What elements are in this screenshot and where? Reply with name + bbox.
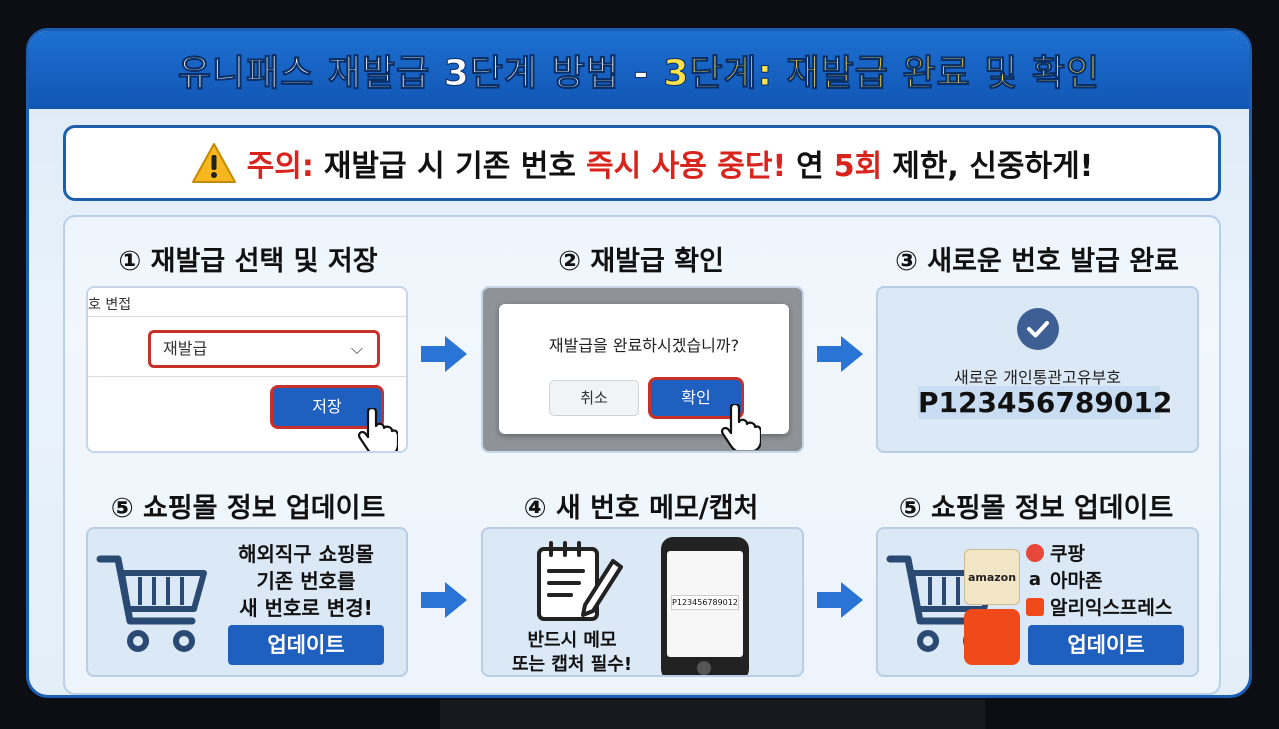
shop-name: 쿠팡 — [1050, 543, 1085, 565]
instruction-line-3: 새 번호로 변경! — [239, 596, 373, 620]
coupang-icon — [1026, 543, 1044, 562]
phone-home-button — [697, 661, 711, 675]
shop-name: 알리익스프레스 — [1050, 597, 1173, 619]
confirm-button[interactable]: 확인 — [651, 380, 741, 416]
field-label: 호 변접 — [88, 297, 132, 313]
warning-label: 주의: — [246, 149, 314, 184]
arrow-right-icon — [817, 582, 863, 618]
banner-title-highlight: 3단계: 재발급 완료 및 확인 — [663, 53, 1101, 95]
smartphone-icon: P123456789012 — [661, 537, 749, 675]
step3-box: 새로운 개인통관고유부호 P123456789012 — [876, 286, 1199, 453]
step1-box: 호 변접 재발급 ⌵ 저장 — [86, 286, 408, 453]
background-strip — [440, 700, 985, 729]
memo-line-1: 반드시 메모 — [527, 630, 617, 651]
new-number-label: 새로운 개인통관고유부호 — [953, 368, 1121, 387]
step5-left-box: 해외직구 쇼핑몰 기존 번호를 새 번호로 변경! 업데이트 — [86, 527, 408, 677]
step3-title: ③ 새로운 번호 발급 완료 — [894, 246, 1180, 277]
warning-text-1: 재발급 시 기존 번호 — [323, 149, 576, 184]
memo-line-2: 또는 캡처 필수! — [511, 654, 633, 675]
update-button[interactable]: 업데이트 — [228, 625, 384, 665]
step2-box: 재발급을 완료하시겠습니까? 취소 확인 — [481, 286, 804, 453]
step5-right-title: ⑤ 쇼핑몰 정보 업데이트 — [898, 493, 1174, 524]
infographic-card: 유니패스 재발급 3단계 방법 - 3단계: 재발급 완료 및 확인 주의: 재… — [26, 28, 1252, 698]
cancel-button[interactable]: 취소 — [549, 380, 639, 416]
step2-title: ② 재발급 확인 — [558, 246, 724, 277]
shop-item-aliexpress: 알리익스프레스 — [1026, 593, 1172, 620]
save-button[interactable]: 저장 — [273, 388, 381, 426]
pointer-hand-icon — [720, 404, 761, 450]
step5-right-box: amazon 쿠팡 a 아마존 알리익스프레스 업데이트 — [876, 527, 1199, 677]
step1-title: ① 재발급 선택 및 저장 — [118, 246, 378, 277]
shop-item-coupang: 쿠팡 — [1026, 539, 1172, 566]
warning-text-red-1: 즉시 사용 중단! — [585, 149, 787, 184]
dialog-question: 재발급을 완료하시겠습니까? — [548, 336, 740, 355]
title-banner: 유니패스 재발급 3단계 방법 - 3단계: 재발급 완료 및 확인 — [29, 31, 1249, 109]
amazon-logo: amazon — [964, 549, 1020, 605]
aliexpress-logo — [964, 609, 1020, 665]
amazon-a-icon: a — [1028, 568, 1042, 590]
reissue-select[interactable]: 재발급 ⌵ — [148, 330, 380, 368]
warning-text-red-2: 5회 — [833, 149, 883, 184]
step4-box: 반드시 메모 또는 캡처 필수! P123456789012 — [481, 527, 804, 677]
check-circle-icon — [1017, 308, 1059, 350]
arrow-right-icon — [817, 336, 863, 372]
warning-box: 주의: 재발급 시 기존 번호 즉시 사용 중단! 연 5회 제한, 신중하게! — [63, 125, 1221, 201]
confirm-dialog: 재발급을 완료하시겠습니까? 취소 확인 — [499, 304, 789, 434]
new-number-value: P123456789012 — [918, 386, 1173, 419]
shop-list: 쿠팡 a 아마존 알리익스프레스 — [1026, 539, 1172, 620]
step4-title: ④ 새 번호 메모/캡처 — [523, 493, 759, 524]
aliexpress-icon — [1026, 597, 1044, 616]
instruction-line-2: 기존 번호를 — [256, 569, 356, 593]
notepad-pencil-icon — [537, 541, 623, 621]
shop-name: 아마존 — [1050, 570, 1103, 592]
pointer-hand-icon — [357, 408, 398, 451]
update-button[interactable]: 업데이트 — [1028, 625, 1184, 665]
phone-number-display: P123456789012 — [671, 595, 739, 610]
banner-title-main: 유니패스 재발급 3단계 방법 - — [177, 53, 650, 95]
chevron-down-icon: ⌵ — [350, 339, 363, 358]
instruction-line-1: 해외직구 쇼핑몰 — [238, 542, 374, 566]
step5-left-title: ⑤ 쇼핑몰 정보 업데이트 — [110, 493, 386, 524]
memo-instructions: 반드시 메모 또는 캡처 필수! — [497, 629, 647, 675]
shop-item-amazon: a 아마존 — [1026, 566, 1172, 593]
shopping-cart-icon — [96, 555, 207, 652]
warning-text-3: 제한, 신중하게! — [892, 149, 1094, 184]
arrow-right-icon — [421, 336, 467, 372]
phone-screen: P123456789012 — [667, 551, 743, 657]
update-instructions: 해외직구 쇼핑몰 기존 번호를 새 번호로 변경! — [216, 541, 396, 622]
arrow-right-icon — [421, 582, 467, 618]
select-value: 재발급 — [163, 339, 208, 358]
warning-icon — [191, 143, 236, 183]
divider — [88, 316, 406, 317]
divider — [88, 376, 406, 377]
warning-text-2: 연 — [796, 149, 824, 184]
